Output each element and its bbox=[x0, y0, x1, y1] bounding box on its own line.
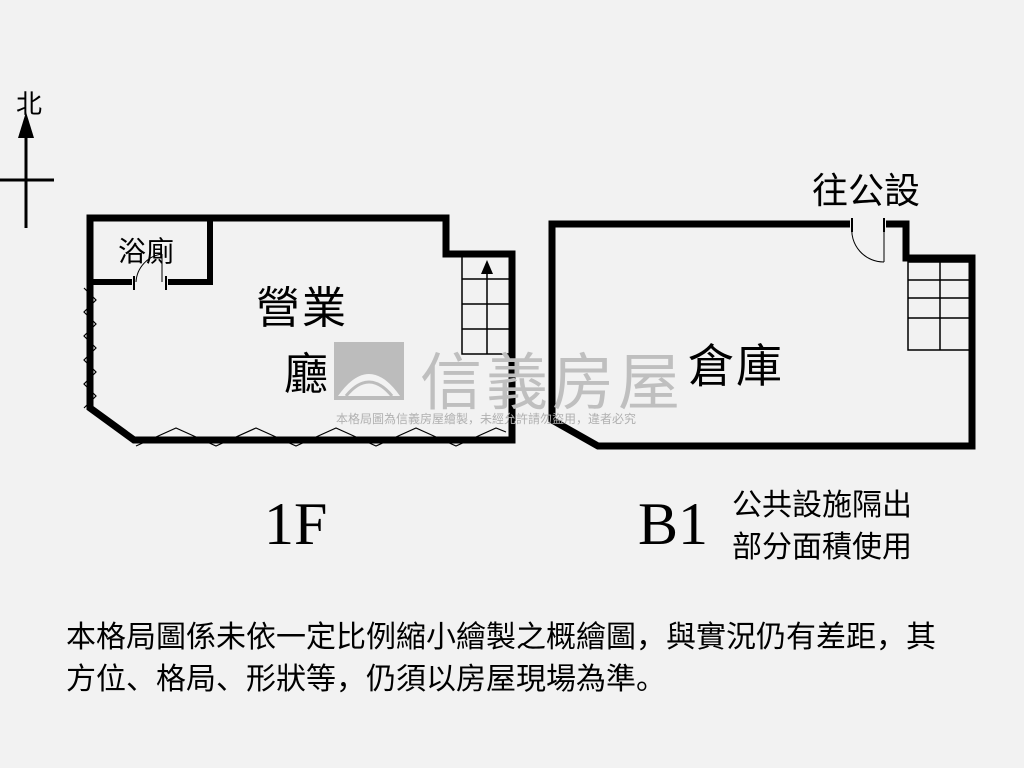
stairs-up-arrow-icon bbox=[481, 260, 493, 274]
floor-b1-walls bbox=[548, 220, 976, 450]
to-public-label: 往公設 bbox=[812, 171, 921, 212]
b1-note-line1: 公共設施隔出 bbox=[732, 488, 912, 523]
b1-door bbox=[850, 218, 886, 263]
b1-note-line2: 部分面積使用 bbox=[732, 530, 912, 565]
disclaimer-line2: 方位、格局、形狀等，仍須以房屋現場為準。 bbox=[66, 662, 666, 697]
north-arrow-icon bbox=[0, 112, 54, 228]
sinyi-logo-icon bbox=[334, 342, 404, 400]
watermark-notice: 本格局圖為信義房屋繪製，未經允許請勿盜用，違者必究 bbox=[336, 412, 637, 426]
bathroom-door bbox=[133, 253, 167, 290]
hall-label-line2: 廳 bbox=[284, 349, 328, 400]
warehouse-label: 倉庫 bbox=[688, 339, 784, 393]
bathroom-walls bbox=[168, 218, 213, 285]
north-label: 北 bbox=[16, 90, 43, 120]
watermark-brand: 信義房屋 bbox=[420, 346, 685, 419]
hall-label-line1: 營業 bbox=[256, 283, 348, 334]
floor-b1-label: B1 bbox=[638, 491, 709, 557]
bathroom-label: 浴廁 bbox=[118, 235, 175, 268]
disclaimer-line1: 本格局圖係未依一定比例縮小繪製之概繪圖，與實況仍有差距，其 bbox=[66, 620, 936, 655]
floor-1f-label: 1F bbox=[264, 491, 328, 557]
stairs-1f bbox=[461, 253, 513, 355]
stairs-b1 bbox=[907, 261, 971, 351]
